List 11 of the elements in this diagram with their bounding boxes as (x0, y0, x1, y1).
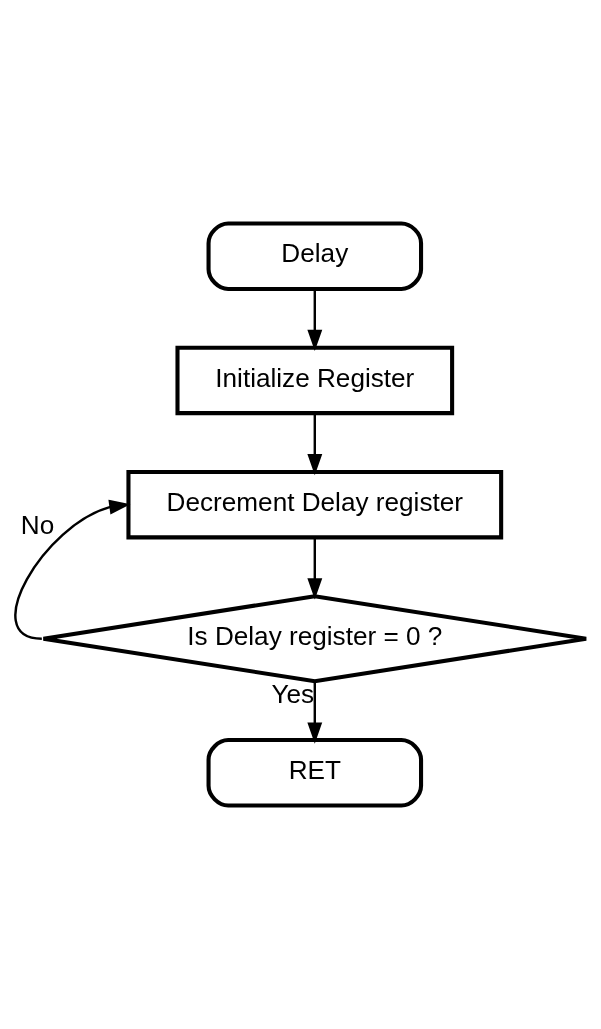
arrow (14, 499, 131, 640)
node-box: Delay (206, 221, 424, 291)
arrow (307, 413, 323, 476)
arrow (307, 289, 323, 352)
arrow (307, 681, 323, 744)
node-box: RET (206, 738, 424, 808)
node-box: Initialize Register (175, 345, 455, 416)
edge-label: No (20, 510, 55, 541)
arrow (307, 538, 323, 600)
node-diamond: Is Delay register = 0 ? (41, 594, 589, 684)
node-box: Decrement Delay register (126, 469, 504, 540)
